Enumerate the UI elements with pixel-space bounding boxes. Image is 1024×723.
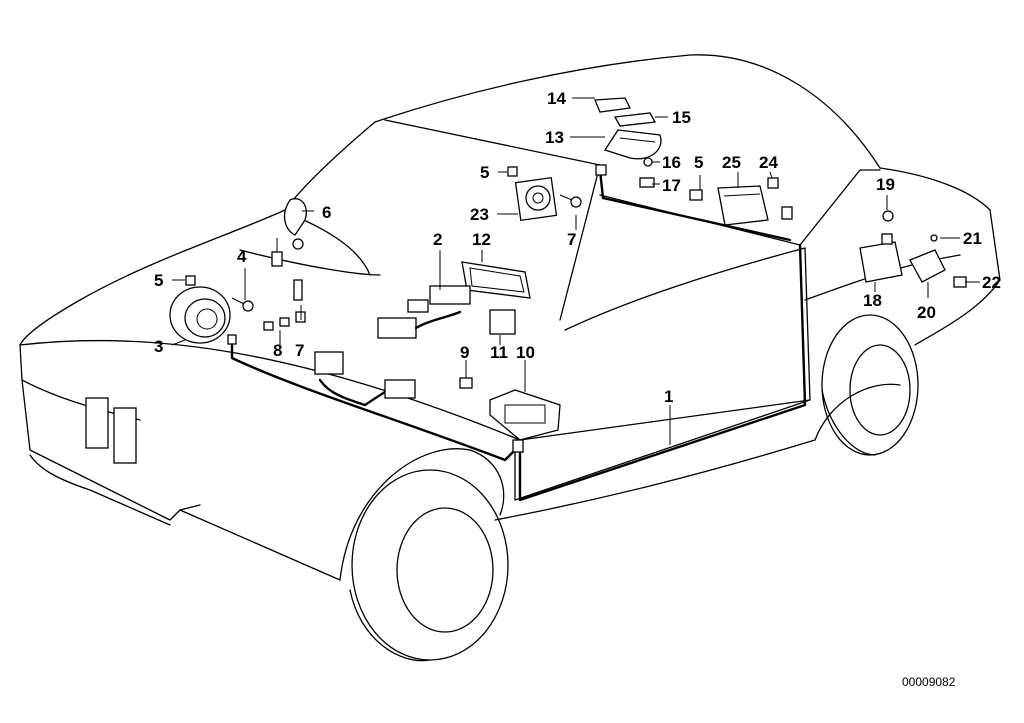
screw <box>930 234 938 242</box>
plug <box>953 276 967 288</box>
clip <box>781 206 793 220</box>
callout-8: 8 <box>273 341 282 360</box>
plug <box>489 309 516 335</box>
clip <box>639 177 655 188</box>
fuse <box>459 377 473 389</box>
callout-1: 1 <box>664 387 673 406</box>
callout-labels: 1 2 3 4 5 5 5 6 7 7 8 9 10 11 12 13 14 1… <box>154 89 1001 406</box>
callout-13: 13 <box>545 128 564 147</box>
callout-7: 7 <box>567 230 576 249</box>
screw <box>559 194 582 208</box>
clip <box>227 334 237 345</box>
callout-20: 20 <box>917 303 936 322</box>
clip <box>507 166 518 177</box>
clip <box>689 189 703 201</box>
clip <box>185 275 196 286</box>
callout-16: 16 <box>662 153 681 172</box>
screw <box>643 157 653 167</box>
callout-14: 14 <box>547 89 566 108</box>
callout-9: 9 <box>460 343 469 362</box>
grommet <box>882 210 894 222</box>
callout-3: 3 <box>154 337 163 356</box>
callout-17: 17 <box>662 176 681 195</box>
amplifier <box>717 185 769 226</box>
radio-mounting-frame <box>461 261 531 299</box>
interior-light-housing <box>603 129 662 160</box>
harness-adapter <box>377 285 471 339</box>
light-lens <box>613 112 657 127</box>
wiring-harness <box>230 168 807 502</box>
callout-22: 22 <box>982 273 1001 292</box>
callout-6: 6 <box>322 203 331 222</box>
callout-19: 19 <box>876 175 895 194</box>
tweeter <box>271 198 307 267</box>
front-speaker <box>169 286 231 344</box>
document-code: 00009082 <box>902 675 956 689</box>
callout-23: 23 <box>470 205 489 224</box>
nut <box>767 177 779 189</box>
callout-5: 5 <box>480 163 489 182</box>
clip <box>595 164 607 176</box>
door-speaker <box>514 176 558 222</box>
callout-7: 7 <box>295 341 304 360</box>
callout-2: 2 <box>433 230 442 249</box>
callout-21: 21 <box>963 229 982 248</box>
callout-11: 11 <box>490 343 508 362</box>
callout-18: 18 <box>863 291 882 310</box>
car-body <box>19 54 1001 662</box>
callout-24: 24 <box>759 153 778 172</box>
callout-10: 10 <box>516 343 535 362</box>
relay <box>909 249 946 283</box>
light-lens <box>594 97 631 113</box>
screw <box>292 238 304 301</box>
small-connectors <box>263 311 306 331</box>
callout-5: 5 <box>154 271 163 290</box>
clip <box>512 439 524 453</box>
callout-5: 5 <box>694 153 703 172</box>
control-unit <box>859 233 903 283</box>
callout-4: 4 <box>237 247 247 266</box>
callout-25: 25 <box>722 153 741 172</box>
wire-connector <box>314 351 416 399</box>
fuse-holder <box>489 389 561 441</box>
callout-15: 15 <box>672 108 691 127</box>
screw <box>231 297 254 312</box>
callout-12: 12 <box>472 230 491 249</box>
leader-lines <box>171 97 980 445</box>
